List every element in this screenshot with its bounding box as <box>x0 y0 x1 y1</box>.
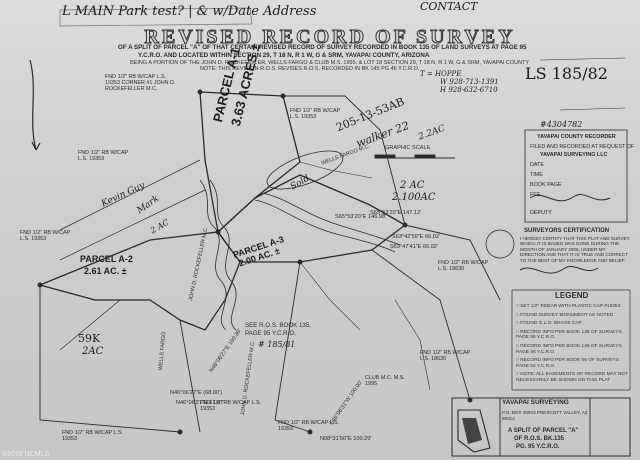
recorder-line-4: TIME <box>530 172 543 178</box>
label-fnd-bottom-mid-2: FND 1/2" RB W/CAP L.S. 19353 <box>278 420 340 433</box>
header-sub-2: Y.C.R.O. AND LOCATED WITHIN SECTION 29, … <box>138 52 430 59</box>
graphic-scale-label: GRAPHIC SCALE <box>385 145 431 151</box>
handwritten-contact-name: T = HOPPE <box>420 70 462 78</box>
certification-title: SURVEYORS CERTIFICATION <box>524 228 610 234</box>
handwritten-2ac: 2 AC <box>400 180 425 191</box>
recorder-line-3: DATE <box>530 162 544 168</box>
handwritten-59k: 59K <box>78 332 101 345</box>
legend-item: ○ FOUND SURVEY MONUMENT AS NOTED <box>516 312 614 318</box>
legend-title: LEGEND <box>555 291 589 300</box>
recorder-number: #4304782 <box>540 120 583 129</box>
recorder-line-6: FEE <box>530 192 541 198</box>
label-fnd-left-2: FND 1/2" RB W/CAP L.S. 19353 <box>20 230 71 243</box>
handwritten-59k-ac: 2AC <box>82 346 104 357</box>
bearing-4: S63°47'41"E 66.02' <box>390 244 439 250</box>
titleblock-company: YAVAPAI SURVEYING <box>502 399 569 406</box>
titleblock-split-1: A SPLIT OF PARCEL "A" <box>508 428 579 434</box>
legend-item: ○ SET 1/2" REBAR WITH PLASTIC CAP #19353 <box>516 304 621 309</box>
document-title: REVISED RECORD OF SURVEY <box>144 26 516 49</box>
header-note-2: NOTE: THIS REVISION R.O.S. REVISES R.O.S… <box>200 66 420 72</box>
legend-item: ○ RECORD INFO PER BOOK 66 OF SURVEYS PAG… <box>516 358 620 369</box>
handwritten-ls-number: LS 185/82 <box>525 64 608 83</box>
handwritten-note-top: L MAIN Park test? | & w/Date Address <box>62 4 317 19</box>
legend-item: ○ FOUND G.L.O. BRASS CAP <box>516 321 582 327</box>
bearing-2: S65°53'20"E 147.12' <box>370 210 422 216</box>
bearing-5: N46°06'27"E (68.00') <box>170 390 223 396</box>
legend-item: ○ NOTE: ALL EASEMENTS OF RECORD MAY NOT … <box>516 372 629 383</box>
handwritten-ros-ref: # 185/81 <box>258 340 296 349</box>
label-fnd-bottom-mid: FND 1/2" RB W/CAP L.S. 19353 <box>200 400 262 413</box>
handwritten-phone-2: H 928-632-6710 <box>440 86 498 94</box>
legend-item: ○ RECORD INFO PER BOOK 135 OF SURVEYS PA… <box>516 329 622 341</box>
handwritten-contact: CONTACT <box>420 0 478 13</box>
handwritten-2-100ac: 2.100AC <box>392 192 436 203</box>
label-club-ms: CLUB M.C. M.S. 1995 <box>365 375 405 388</box>
parcel-a2-name: PARCEL A-2 <box>80 254 133 264</box>
bearing-1: S65°53'20"E 146.98' <box>335 214 387 220</box>
label-corner-nw: FND 1/2" RB W/CAP L.S. 19353 CORNER #1 J… <box>105 74 176 93</box>
watermark: ©2018 NCMLS <box>2 451 50 458</box>
certification-text: I HEREBY CERTIFY THAT THIS PLAT AND SURV… <box>520 236 630 263</box>
label-fnd-bottom-left: FND 1/2" RB W/CAP L.S. 19353 <box>62 430 124 443</box>
label-fnd-right-2: FND 1/2" RB W/CAP L.S. 18630 <box>420 350 471 363</box>
recorder-line-7: DEPUTY <box>530 210 552 216</box>
recorder-title: YAVAPAI COUNTY RECORDER <box>537 134 616 140</box>
titleblock-split-3: PG. 95 Y.C.R.O. <box>516 444 560 450</box>
label-fnd-right-1: FND 1/2" RB W/CAP L.S. 18630 <box>438 260 489 273</box>
parcel-a2-acres: 2.61 AC. ± <box>84 266 127 276</box>
recorder-line-1: FILED AND RECORDED AT REQUEST OF <box>530 144 635 150</box>
bearing-7: N08°31'56"E 100.29' <box>320 436 372 442</box>
bearing-6: N46°06'27"E 67.87' <box>176 400 225 406</box>
bearing-3: S63°42'59"E 66.02' <box>392 234 441 240</box>
legend-list: ○ SET 1/2" REBAR WITH PLASTIC CAP #19353… <box>516 304 628 387</box>
titleblock-address: P.O. BOX 26943 PRESCOTT VALLEY, AZ 86312 <box>502 410 588 422</box>
label-fnd-top-mid: FND 1/2" RB W/CAP L.S. 19353 <box>290 108 341 121</box>
recorder-line-5: BOOK PAGE <box>530 182 562 188</box>
label-see-ros: SEE R.O.S. BOOK 135, PAGE 95 Y.C.R.O. <box>245 322 312 337</box>
recorder-line-2: YAVAPAI SURVEYING LLC <box>540 152 608 158</box>
legend-item: ○ RECORD INFO PER BOOK 145 OF SURVEYS PA… <box>516 343 622 355</box>
handwritten-phone-1: W 928-713-1391 <box>440 78 499 86</box>
header-note-1: BEING A PORTION OF THE JOHN D. ROCKEFELL… <box>130 60 530 66</box>
label-fnd-left: FND 1/2" RB W/CAP L.S. 19353 <box>78 150 129 163</box>
titleblock-split-2: OF R.O.S. BK.135 <box>514 436 565 442</box>
header-sub-1: OF A SPLIT OF PARCEL "A" OF THAT CERTAIN… <box>118 44 527 51</box>
